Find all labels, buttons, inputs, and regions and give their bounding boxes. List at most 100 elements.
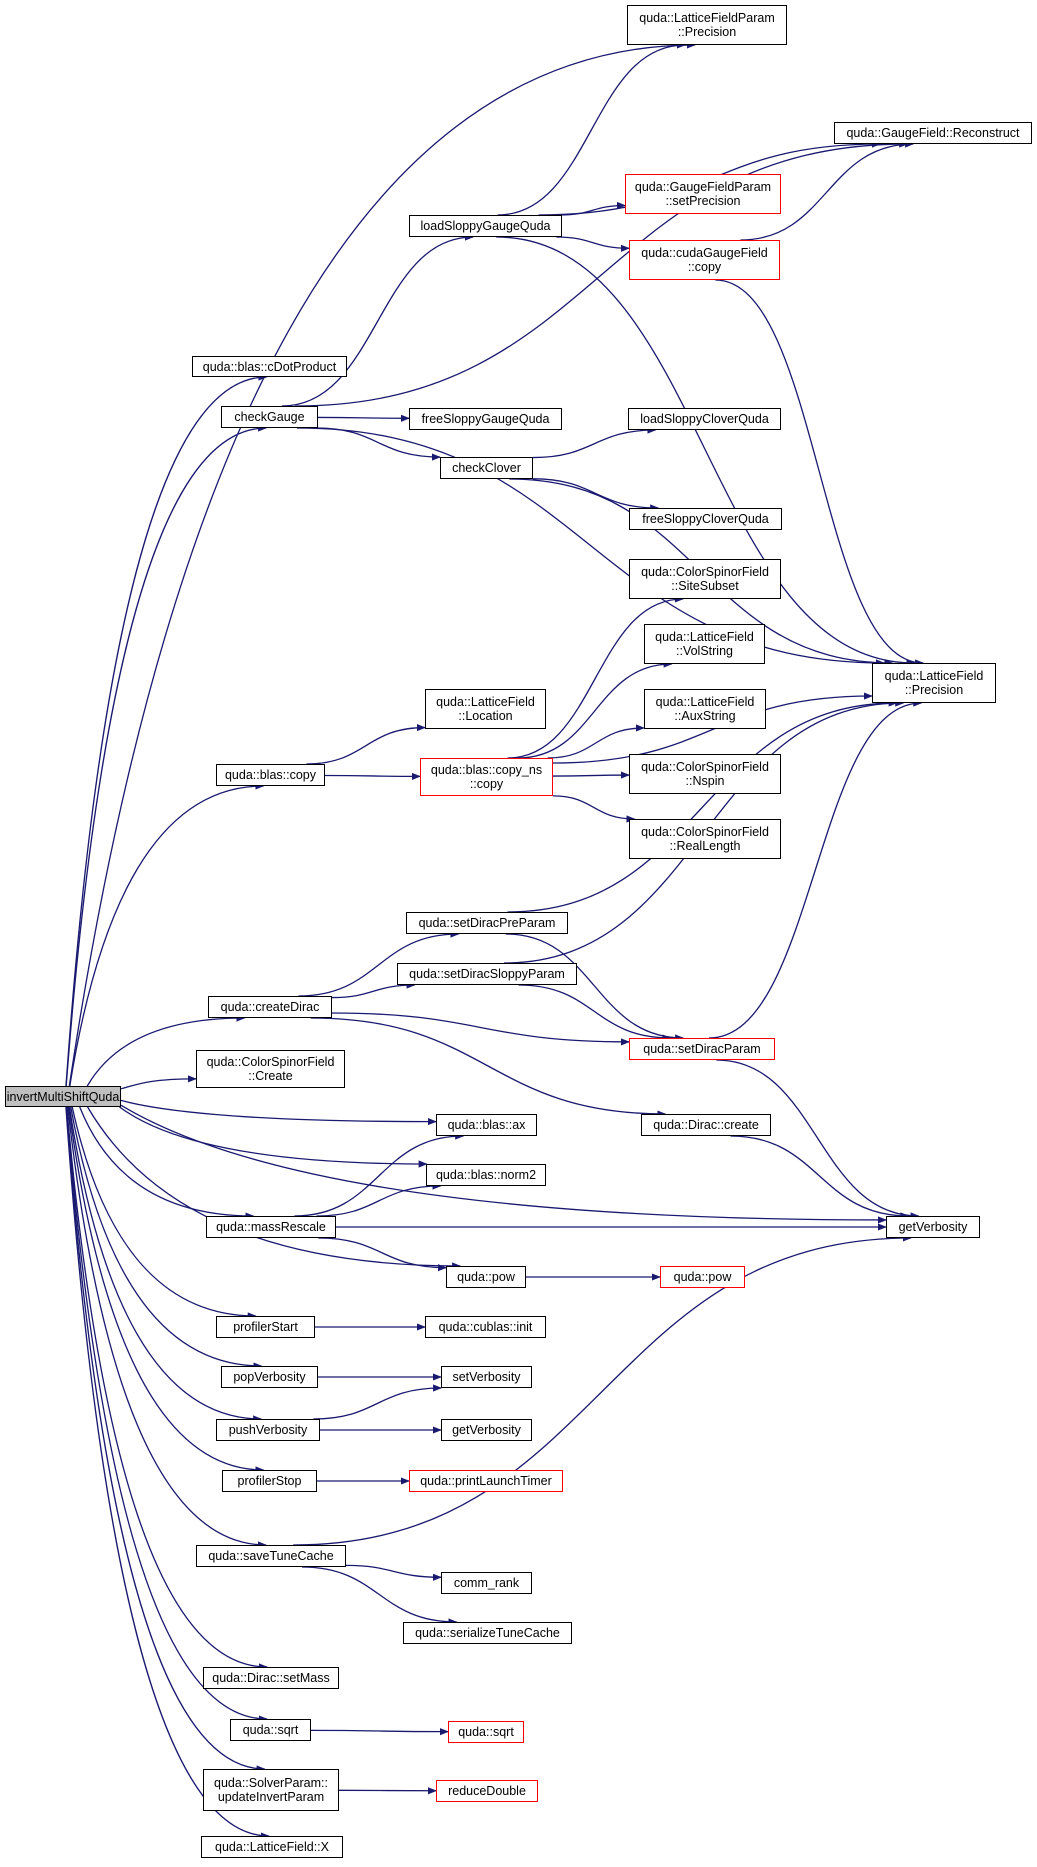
node-dirac-create[interactable]: quda::Dirac::create [641,1114,771,1136]
edge-root-to-solver-update [65,1106,266,1773]
node-lf-aux[interactable]: quda::LatticeField ::AuxString [644,689,766,729]
node-pushVerbosity[interactable]: pushVerbosity [216,1419,320,1441]
node-sqrt2[interactable]: quda::sqrt [448,1721,524,1743]
edge-dirac-create-to-getVerbosity1 [730,1135,910,1220]
node-gfp-setprec[interactable]: quda::GaugeFieldParam ::setPrecision [625,174,781,214]
node-printLaunch[interactable]: quda::printLaunchTimer [409,1470,563,1492]
node-solver-update[interactable]: quda::SolverParam:: updateInvertParam [203,1769,339,1811]
edge-copy-ns-to-lf-aux [547,724,645,759]
edge-root-to-pow1 [87,1106,462,1270]
edge-blas-copy-to-lf-loc [306,723,426,765]
edge-root-to-checkGauge [65,424,268,1087]
edge-checkClover-to-loadSloppyClover [532,426,657,459]
node-dirac-setMass[interactable]: quda::Dirac::setMass [203,1667,339,1689]
node-cudaGF-copy[interactable]: quda::cudaGaugeField ::copy [629,240,780,280]
node-pow2[interactable]: quda::pow [660,1266,745,1288]
edge-root-to-sqrt1 [65,1106,268,1723]
node-blas-ax[interactable]: quda::blas::ax [436,1114,537,1136]
node-setDiracParam[interactable]: quda::setDiracParam [629,1038,775,1060]
node-lf-loc[interactable]: quda::LatticeField ::Location [425,689,546,729]
edge-copy-ns-to-csf-nspin [552,771,630,779]
edge-createDirac-to-setDiracPre [298,930,460,997]
edge-loadSloppyGauge-to-lf-prec [496,236,916,667]
edge-loadSloppyGauge-to-lfp-prec [497,41,686,216]
node-freeSloppyGauge[interactable]: freeSloppyGaugeQuda [409,408,562,430]
node-lfp-prec[interactable]: quda::LatticeFieldParam ::Precision [627,5,787,45]
edge-saveTune-to-serialize [301,1566,458,1626]
node-reduceDouble[interactable]: reduceDouble [436,1780,538,1802]
edge-setDiracParam-to-lf-prec [708,699,923,1039]
edge-checkGauge-to-checkClover [316,427,441,461]
edge-checkGauge-to-gf-recon [295,140,909,407]
edge-root-to-profilerStop [67,1106,265,1474]
node-checkGauge[interactable]: checkGauge [221,406,318,428]
node-comm-rank[interactable]: comm_rank [441,1572,532,1594]
node-popVerbosity[interactable]: popVerbosity [221,1366,318,1388]
edge-root-to-blas-copy [69,782,265,1087]
edge-checkClover-to-freeSloppyClover [532,478,660,512]
edge-root-to-blas-ax [120,1099,437,1126]
node-csf-create[interactable]: quda::ColorSpinorField ::Create [196,1050,345,1088]
edge-root-to-blas-norm2 [119,1106,428,1168]
edge-root-to-popVerbosity [70,1106,263,1370]
node-serialize[interactable]: quda::serializeTuneCache [403,1622,572,1644]
edge-saveTune-to-getVerbosity1 [293,1234,912,1546]
node-setVerbosity[interactable]: setVerbosity [441,1366,532,1388]
edge-root-to-saveTune [67,1106,267,1549]
edge-loadSloppyGauge-to-cudaGF-copy [556,236,630,252]
edge-checkGauge-to-lf-prec [296,427,885,667]
edge-createDirac-to-setDiracSloppy [331,981,416,999]
node-cDot[interactable]: quda::blas::cDotProduct [192,356,347,377]
node-lf-x[interactable]: quda::LatticeField::X [201,1836,343,1858]
node-root[interactable]: invertMultiShiftQuda [5,1086,121,1107]
node-profilerStart[interactable]: profilerStart [216,1316,315,1338]
edge-root-to-cDot [65,373,268,1087]
node-pow1[interactable]: quda::pow [446,1266,526,1288]
node-loadSloppyGauge[interactable]: loadSloppyGaugeQuda [409,215,562,237]
node-getVerbosity1[interactable]: getVerbosity [886,1216,980,1238]
edge-cudaGF-copy-to-lf-prec [715,279,925,667]
edge-root-to-profilerStart [71,1106,257,1320]
edge-copy-ns-to-csf-sitesub [507,595,684,759]
edge-massRescale-to-pow1 [318,1237,447,1272]
edge-copy-ns-to-csf-reallen [552,795,636,823]
edge-setDiracPre-to-lf-prec [507,699,898,913]
node-getVerbosity2[interactable]: getVerbosity [441,1419,532,1441]
node-blas-norm2[interactable]: quda::blas::norm2 [426,1164,546,1186]
edge-checkGauge-to-freeSloppyGauge [317,414,410,422]
node-massRescale[interactable]: quda::massRescale [206,1216,336,1238]
edge-saveTune-to-comm-rank [345,1564,442,1581]
node-csf-sitesub[interactable]: quda::ColorSpinorField ::SiteSubset [629,559,781,599]
node-setDiracSloppy[interactable]: quda::setDiracSloppyParam [397,963,577,985]
node-lf-vol[interactable]: quda::LatticeField ::VolString [644,624,765,664]
edge-createDirac-to-setDiracParam [331,1012,630,1046]
node-profilerStop[interactable]: profilerStop [222,1470,317,1492]
node-blas-copy[interactable]: quda::blas::copy [216,764,325,786]
edge-root-to-lf-x [65,1106,270,1840]
edge-massRescale-to-blas-ax [294,1132,465,1217]
node-createDirac[interactable]: quda::createDirac [208,996,332,1018]
node-csf-reallen[interactable]: quda::ColorSpinorField ::RealLength [629,819,781,859]
edge-copy-ns-to-lf-prec [552,692,873,764]
node-csf-nspin[interactable]: quda::ColorSpinorField ::Nspin [629,754,781,794]
edge-root-to-massRescale [79,1106,255,1220]
edge-loadSloppyGauge-to-gfp-setprec [560,201,626,216]
edge-root-to-csf-create [120,1075,197,1090]
node-sqrt1[interactable]: quda::sqrt [230,1719,311,1741]
node-copy-ns[interactable]: quda::blas::copy_ns ::copy [420,758,553,796]
edge-setDiracParam-to-getVerbosity1 [716,1059,920,1220]
node-setDiracPre[interactable]: quda::setDiracPreParam [406,912,568,934]
node-lf-prec[interactable]: quda::LatticeField ::Precision [872,663,996,703]
edge-checkGauge-to-loadSloppyGauge [281,233,474,407]
node-checkClover[interactable]: checkClover [440,457,533,479]
node-saveTune[interactable]: quda::saveTuneCache [196,1545,346,1567]
node-freeSloppyClover[interactable]: freeSloppyCloverQuda [629,508,782,530]
edge-root-to-lfp-prec [68,41,696,1087]
node-gf-recon[interactable]: quda::GaugeField::Reconstruct [834,122,1032,144]
edge-root-to-getVerbosity1 [120,1104,887,1224]
edge-sqrt1-to-sqrt2 [310,1728,449,1736]
node-loadSloppyClover[interactable]: loadSloppyCloverQuda [628,408,781,430]
edge-copy-ns-to-lf-vol [517,660,673,759]
node-cublas-init[interactable]: quda::cublas::init [425,1316,546,1338]
edge-cudaGF-copy-to-gf-recon [740,140,915,241]
